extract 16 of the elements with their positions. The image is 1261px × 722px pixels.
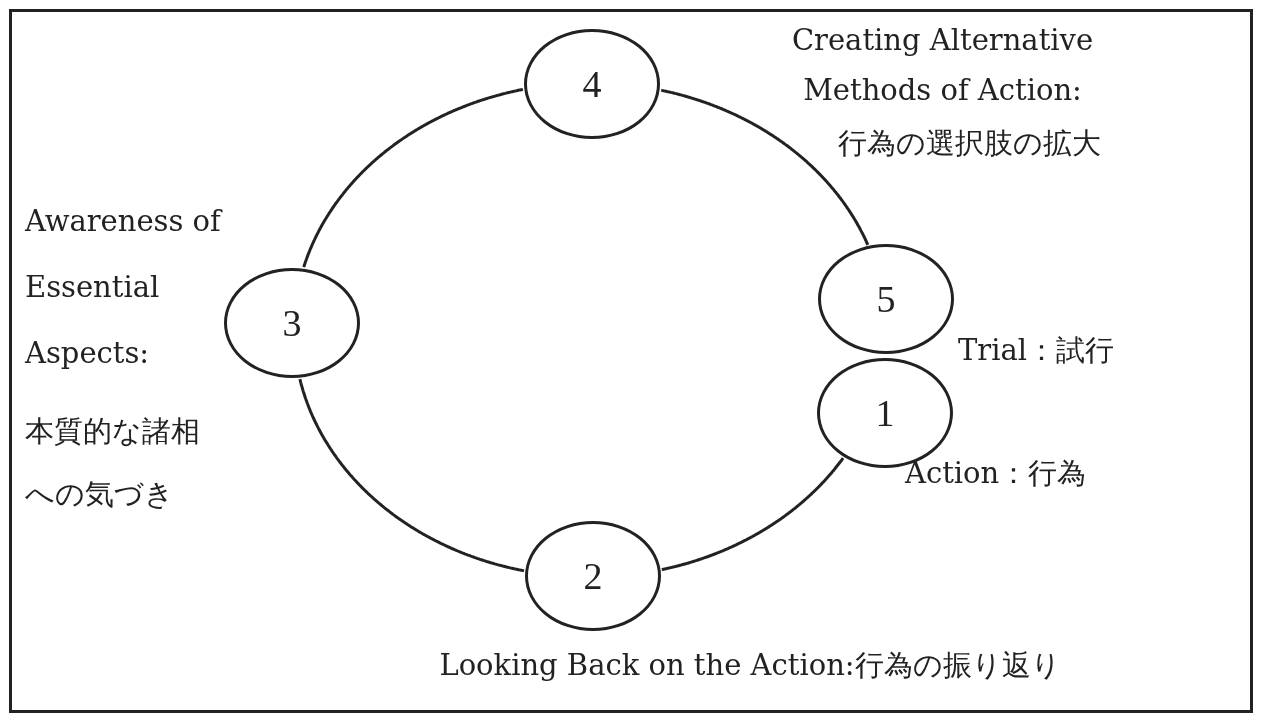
step-caption: Awareness of Essential Aspects: (25, 203, 224, 372)
step-number: 4 (581, 65, 603, 103)
step-number: 1 (874, 394, 896, 432)
ring-arc (661, 457, 845, 572)
ring-arc (660, 88, 870, 246)
step-caption: 本質的な諸相への気づき (25, 413, 201, 513)
ring-arc (298, 378, 525, 573)
step-number: 3 (281, 304, 303, 342)
step-caption: Action：行為 (905, 455, 1088, 492)
step-caption: Trial：試行 (958, 332, 1116, 369)
step-number: 2 (582, 557, 604, 595)
step-caption: 行為の選択肢の拡大 (838, 125, 1102, 162)
ring-arc (302, 87, 524, 268)
step-caption: Looking Back on the Action:行為の振り返り (438, 647, 1062, 684)
step-number: 5 (875, 280, 897, 318)
step-caption: Creating Alternative Methods of Action: (790, 22, 1095, 109)
